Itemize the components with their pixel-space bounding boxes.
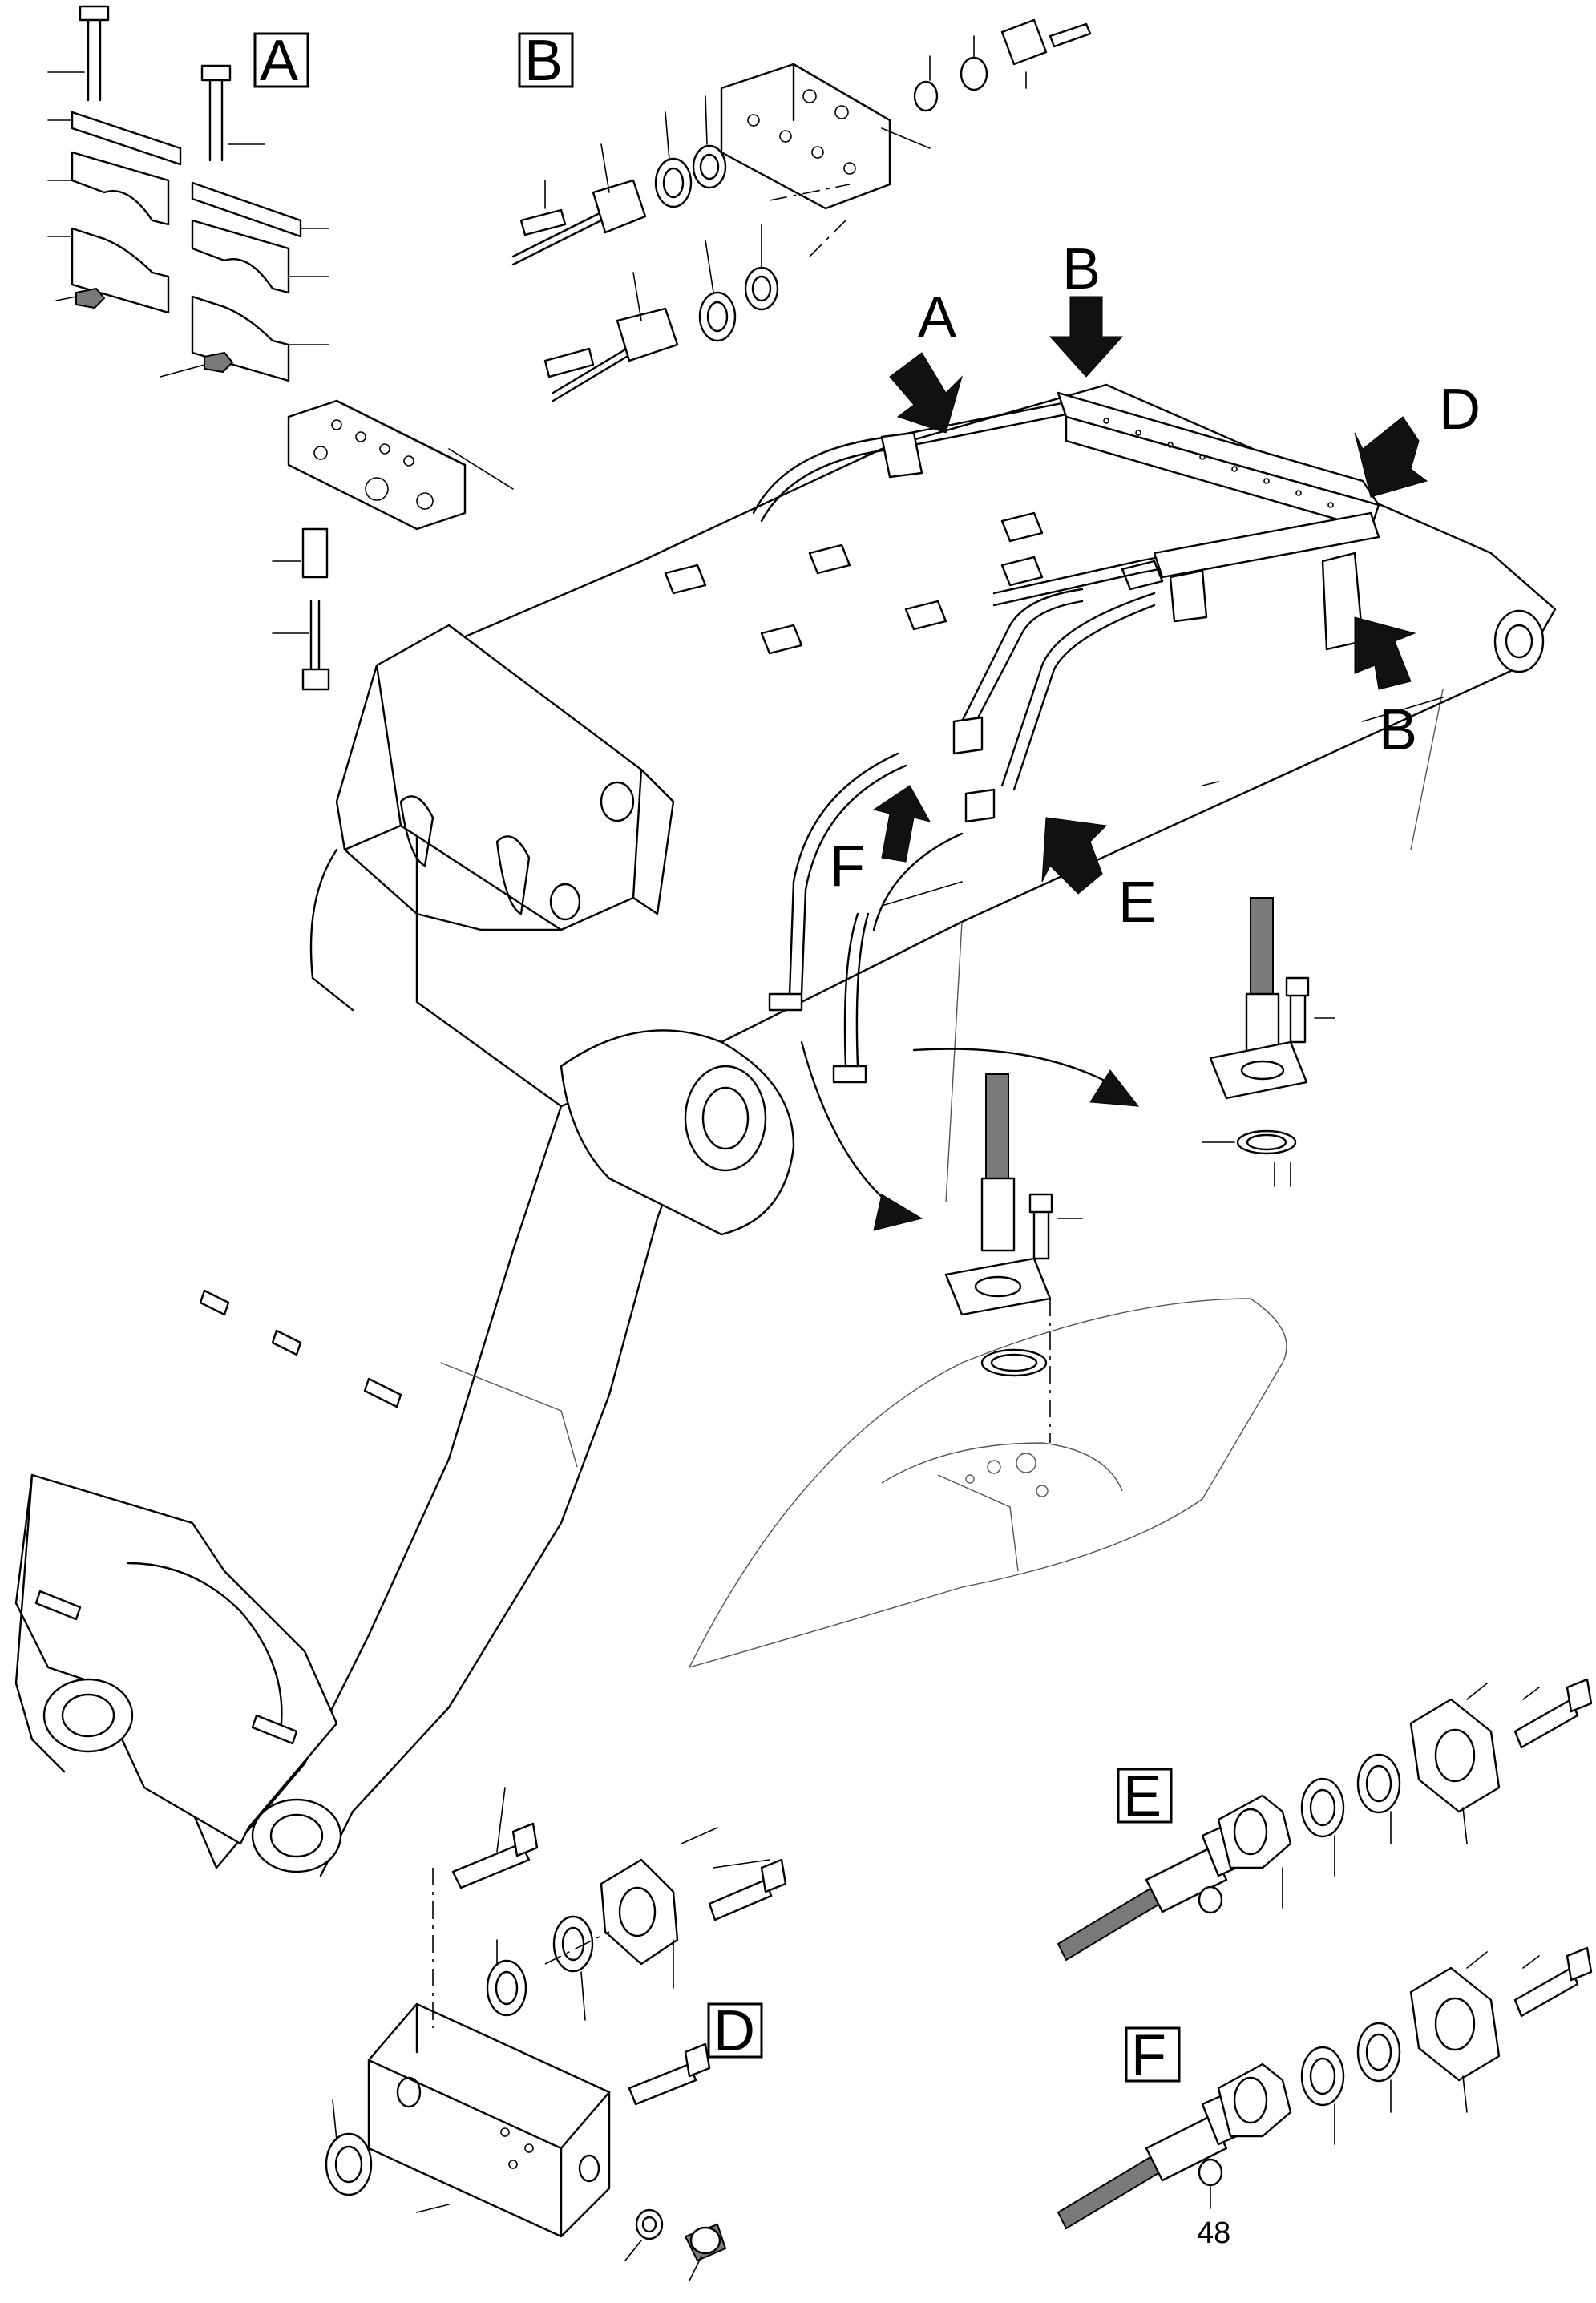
hydraulic-lines [752,391,1380,1084]
part-number-label: 48 [1197,2216,1230,2250]
detail-b-label: B [524,29,563,93]
detail-a-clamp-assembly [47,5,514,691]
detail-a-label: A [260,29,298,93]
detail-d-valve-block [325,1787,787,2281]
boom-arm [14,383,1557,1877]
detail-e-label: E [1123,1764,1162,1828]
arrow-label-b-right: B [1379,698,1417,762]
arrow-b-right-icon [1354,616,1416,690]
detail-d-box [707,2002,763,2059]
detail-f-hose-fitting [1057,1946,1593,2230]
detail-f-box [1125,2026,1181,2083]
detail-d-label: D [713,1999,755,2063]
arrow-a-icon [889,352,964,434]
detail-f-label: F [1131,2023,1166,2087]
arrow-b-top-icon [1049,296,1124,378]
arrow-label-e: E [1118,871,1157,935]
arrow-label-d: D [1439,378,1481,442]
detail-a-box [253,32,309,88]
arrow-f-icon [872,785,931,863]
callout-arrows [800,296,1444,1231]
arrow-d-icon [1354,416,1428,498]
dipper-arm-outline [688,1298,1287,1669]
arrow-label-a: A [918,285,956,349]
centre-flange-fittings [944,897,1335,1443]
detail-e-box [1117,1768,1173,1824]
detail-b-box [518,32,574,88]
detail-b-flange-assembly [511,18,1092,402]
detail-e-hose-fitting [1057,1678,1593,1962]
arrow-e-icon [1041,817,1108,895]
arrow-label-b-top: B [1062,237,1101,301]
arrow-label-f: F [830,834,865,899]
